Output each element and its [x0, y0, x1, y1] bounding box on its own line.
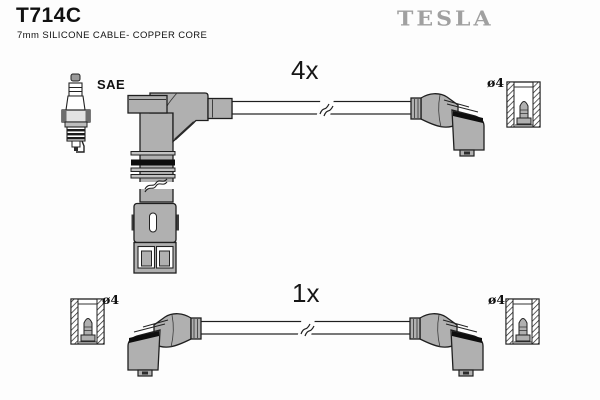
- bottom-cable-assembly: [70, 298, 540, 377]
- terminal-cup-section-icon: [70, 298, 105, 345]
- cable-break-mark-icon: [297, 315, 316, 339]
- terminal-cup-section-icon: [506, 81, 541, 128]
- diameter-label-bottom-right: ø4: [488, 292, 506, 307]
- angled-plug-boot-icon: [127, 313, 202, 377]
- diameter-label-top-right: ø4: [487, 75, 505, 90]
- diameter-label-bottom-left: ø4: [102, 292, 120, 307]
- angled-plug-boot-icon: [410, 93, 485, 157]
- spark-plug-icon: [61, 73, 91, 153]
- top-cable-assembly: [127, 81, 541, 274]
- coil-boot-connector-icon: [127, 92, 233, 274]
- quantity-label-bottom: 1x: [292, 278, 320, 308]
- quantity-label-top: 4x: [291, 55, 319, 85]
- part-number: T714C: [16, 4, 82, 27]
- product-subtitle: 7mm SILICONE CABLE- COPPER CORE: [17, 30, 208, 41]
- terminal-cup-section-icon: [505, 298, 540, 345]
- sae-label: SAE: [97, 77, 126, 92]
- angled-plug-boot-icon: [409, 313, 484, 377]
- brand-logo: TESLA: [397, 7, 494, 31]
- cable-break-mark-icon: [316, 95, 335, 119]
